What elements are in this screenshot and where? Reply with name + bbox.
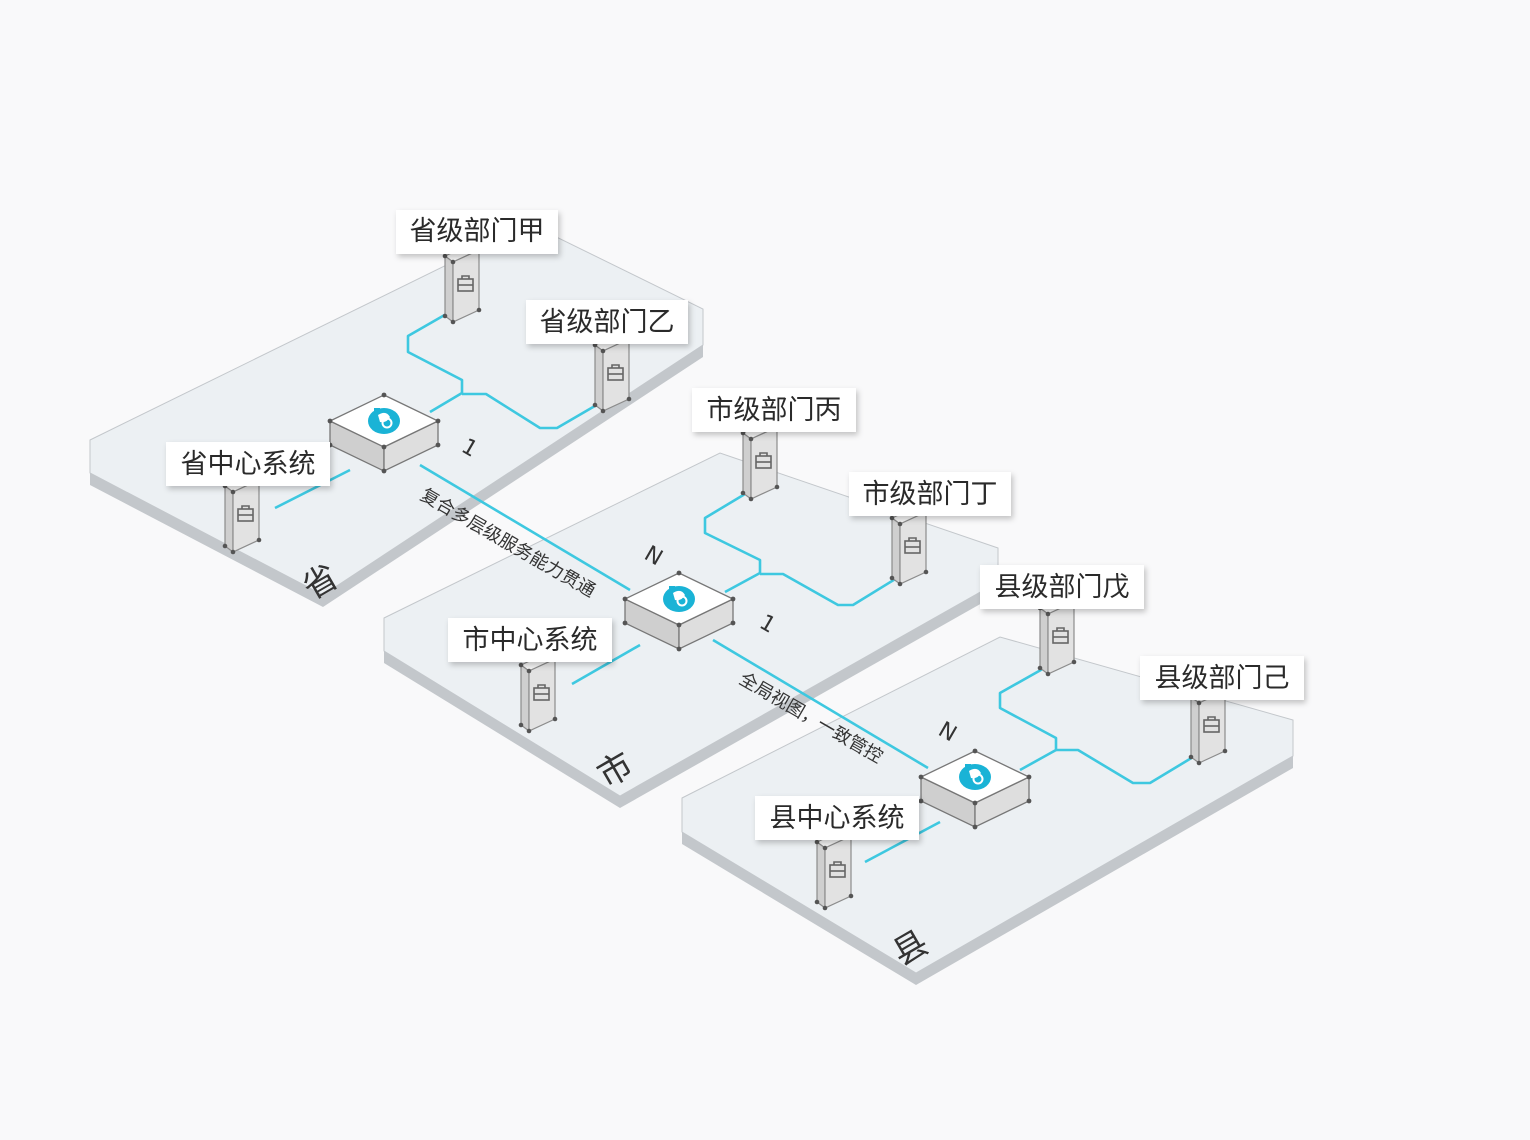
label-city-dept-d: 市级部门丁 xyxy=(863,479,998,510)
link-county-dept-e xyxy=(998,660,1058,772)
cabinet-city-dept-d[interactable] xyxy=(888,502,930,588)
label-county-center: 县中心系统 xyxy=(770,803,905,834)
label-city-center: 市中心系统 xyxy=(463,625,598,656)
label-prov-dept-a: 省级部门甲 xyxy=(410,216,545,247)
node-labels: 省级部门甲 省级部门乙 省中心系统 市级部门丙 市级部门丁 市中心系统 县级部门… xyxy=(166,210,1304,840)
cabinet-city-center[interactable] xyxy=(517,649,559,735)
link-county-dept-f xyxy=(1056,746,1209,785)
cabinet-county-center[interactable] xyxy=(813,826,855,912)
link-county-center-local xyxy=(864,820,941,864)
network-links xyxy=(274,303,1209,864)
label-prov-center: 省中心系统 xyxy=(181,449,316,480)
label-city-dept-c: 市级部门丙 xyxy=(707,395,842,426)
link-city-to-county xyxy=(712,638,929,770)
link-prov-dept-a xyxy=(406,303,464,414)
link-prov-center-local xyxy=(274,468,351,510)
link-city-center-local xyxy=(571,643,641,686)
link-prov-to-city xyxy=(419,463,631,592)
label-prov-dept-b: 省级部门乙 xyxy=(540,307,675,338)
label-county-dept-e: 县级部门戊 xyxy=(995,572,1130,603)
link-city-dept-c xyxy=(703,483,762,594)
link-city-dept-d xyxy=(760,568,911,607)
label-county-dept-f: 县级部门己 xyxy=(1155,663,1290,694)
cabinet-prov-dept-a[interactable] xyxy=(441,240,483,326)
link-prov-dept-b xyxy=(462,392,613,430)
